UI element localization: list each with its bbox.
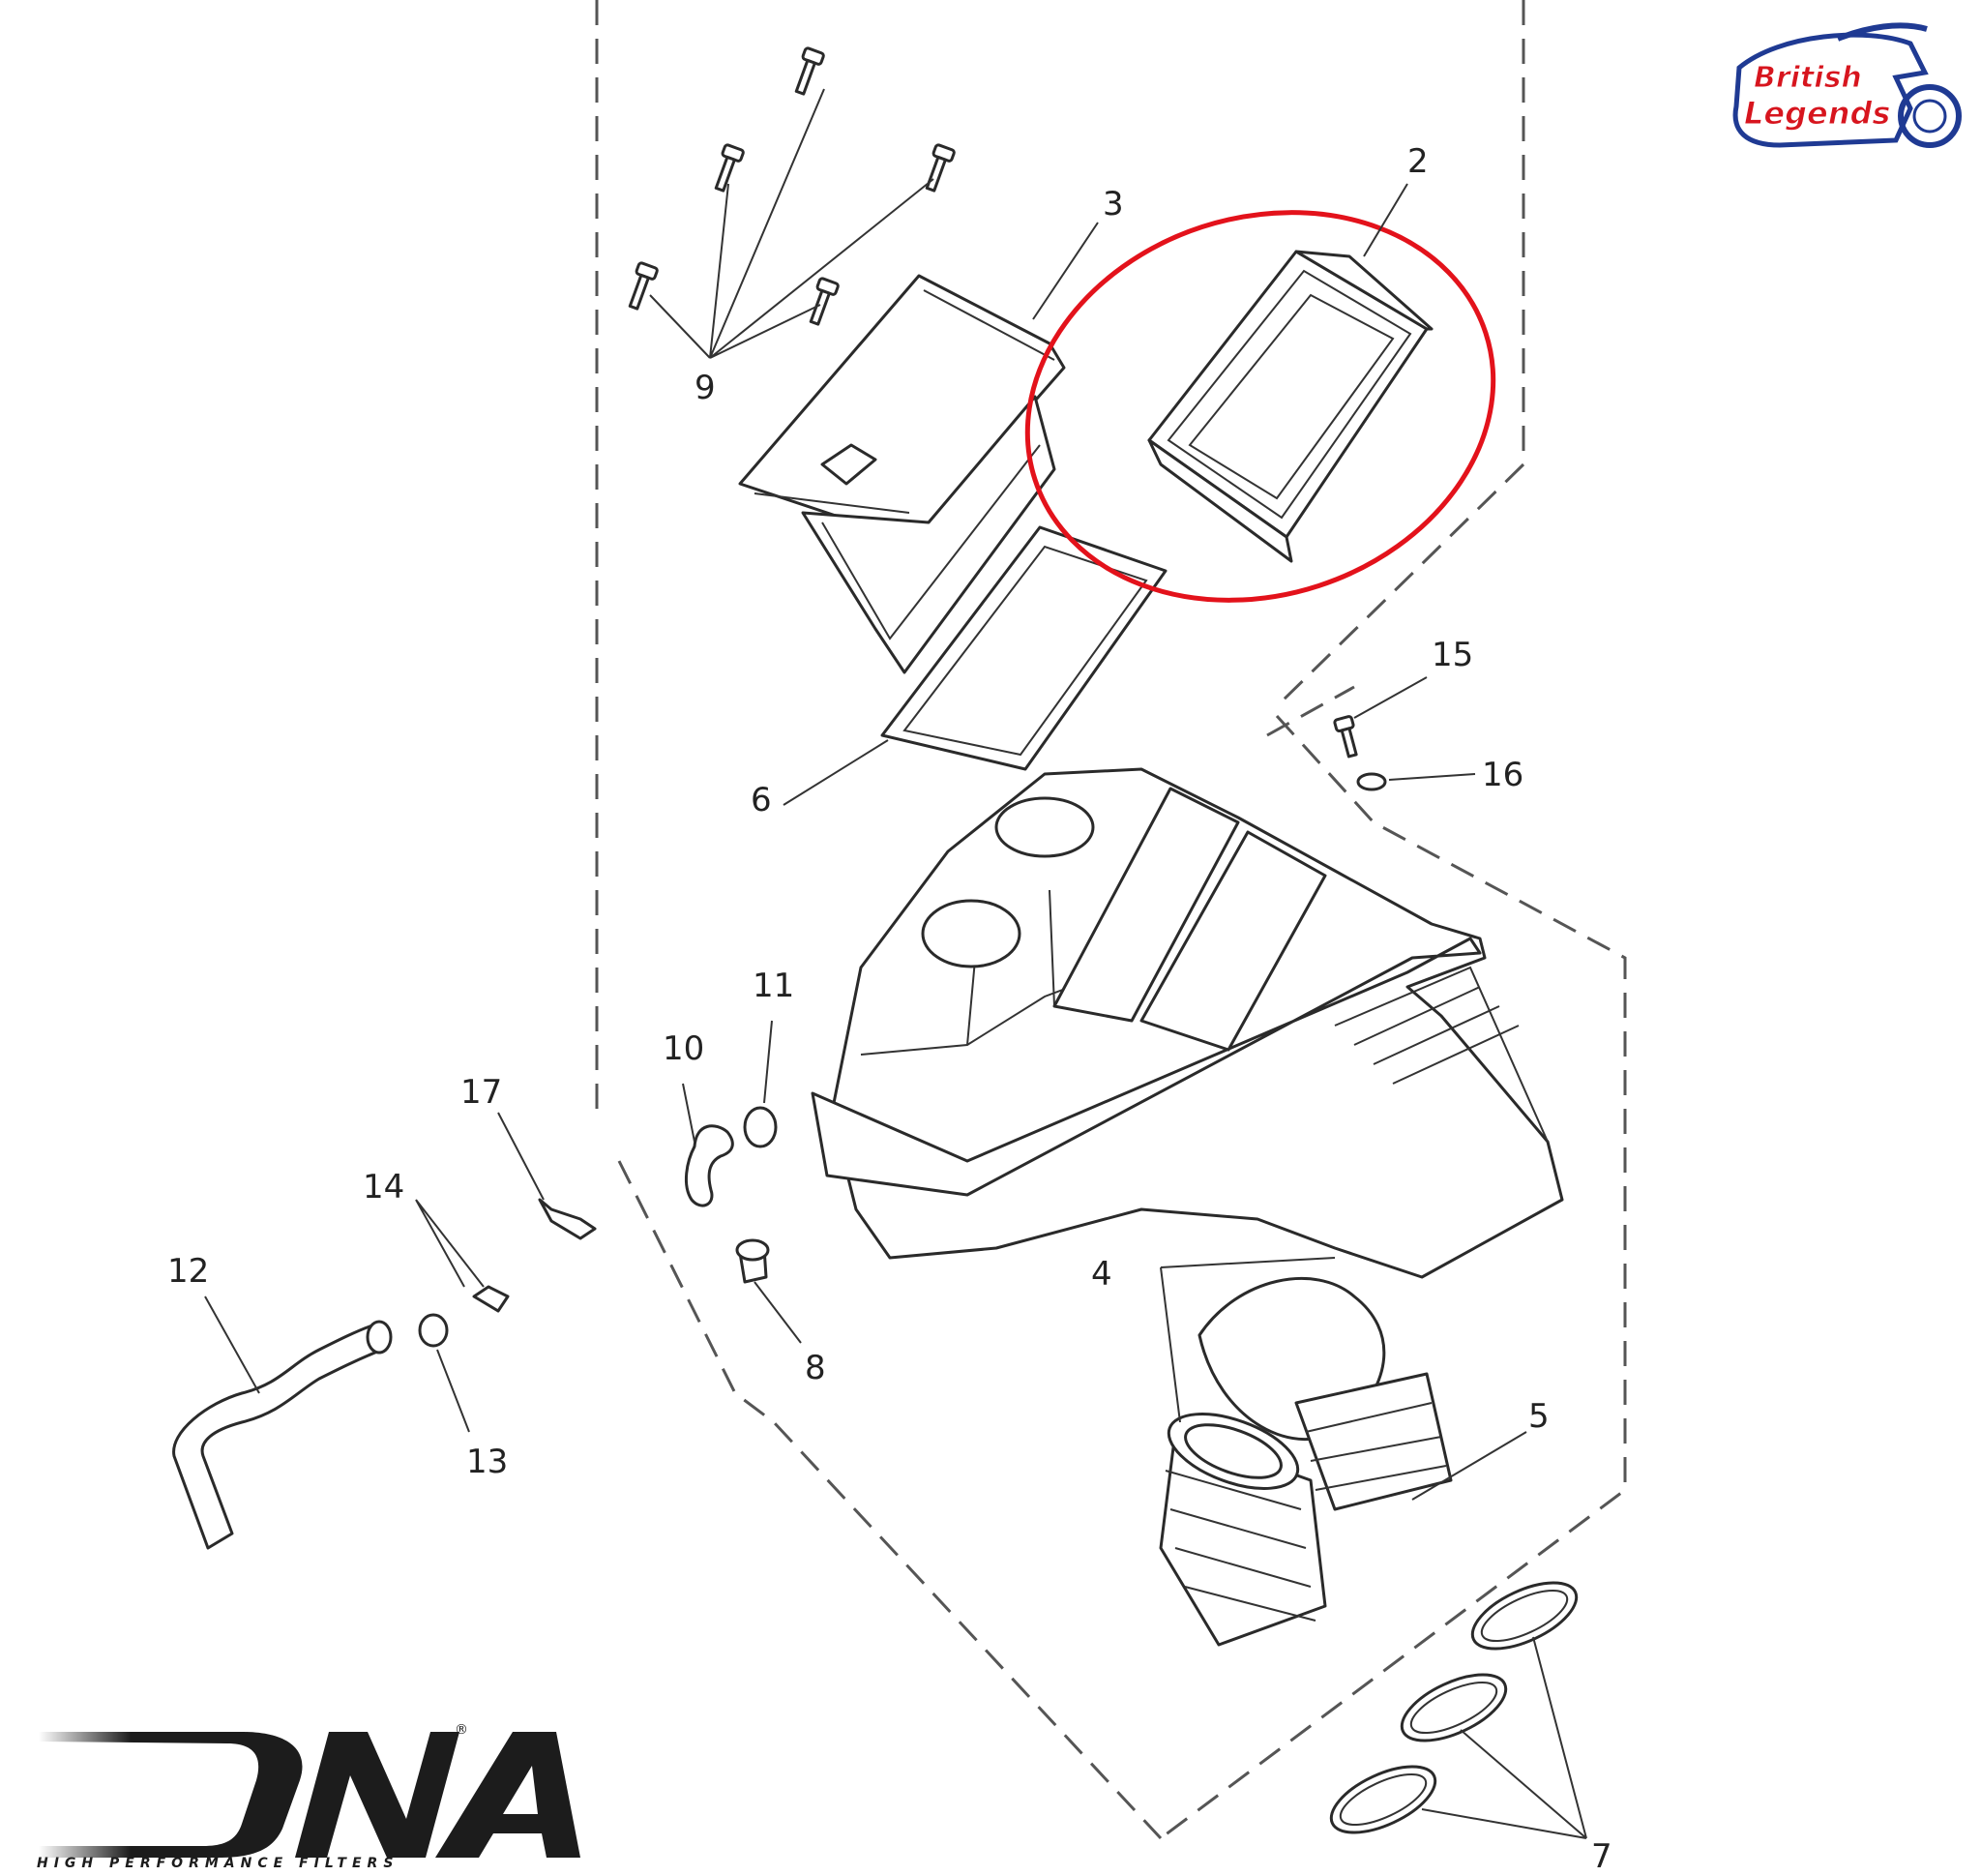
callout-leaders — [783, 183, 1408, 806]
bolt-and-washer — [1333, 676, 1476, 791]
logo-text-legends: Legends — [1744, 95, 1890, 132]
logo-text-british: British — [1754, 61, 1862, 95]
dna-registered-mark: ® — [455, 1722, 468, 1738]
callout-8: 8 — [805, 1349, 826, 1387]
airbox-lid — [738, 274, 1066, 674]
callout-10: 10 — [663, 1029, 704, 1068]
callout-3: 3 — [1103, 185, 1124, 223]
callout-17: 17 — [460, 1073, 502, 1112]
callout-2: 2 — [1407, 142, 1429, 181]
callout-9: 9 — [695, 369, 716, 407]
callout-labels: 2 3 9 6 15 16 11 10 17 14 12 13 8 4 5 7 — [167, 142, 1612, 1876]
callout-12: 12 — [167, 1252, 209, 1291]
callout-6: 6 — [751, 781, 772, 819]
callout-14: 14 — [363, 1168, 404, 1206]
callout-15: 15 — [1432, 636, 1473, 674]
airbox-body — [811, 767, 1564, 1647]
callout-11: 11 — [753, 967, 794, 1005]
dna-logo: ® HIGH PERFORMANCE FILTERS — [37, 1722, 580, 1871]
filter-gasket — [880, 525, 1168, 771]
callout-5: 5 — [1528, 1397, 1550, 1436]
air-filter-element — [1147, 250, 1434, 563]
british-legends-logo: British Legends — [1732, 22, 1962, 148]
dna-tagline: HIGH PERFORMANCE FILTERS — [37, 1856, 399, 1871]
callout-4: 4 — [1091, 1255, 1112, 1294]
callout-16: 16 — [1482, 756, 1523, 794]
o-rings — [1329, 1581, 1587, 1839]
hose-and-clips — [172, 1020, 802, 1550]
callout-7: 7 — [1591, 1837, 1612, 1871]
assembly-boundary — [595, 0, 1627, 1840]
screw-set — [628, 46, 956, 359]
callout-13: 13 — [466, 1443, 508, 1481]
highlight-ring — [1024, 210, 1496, 603]
